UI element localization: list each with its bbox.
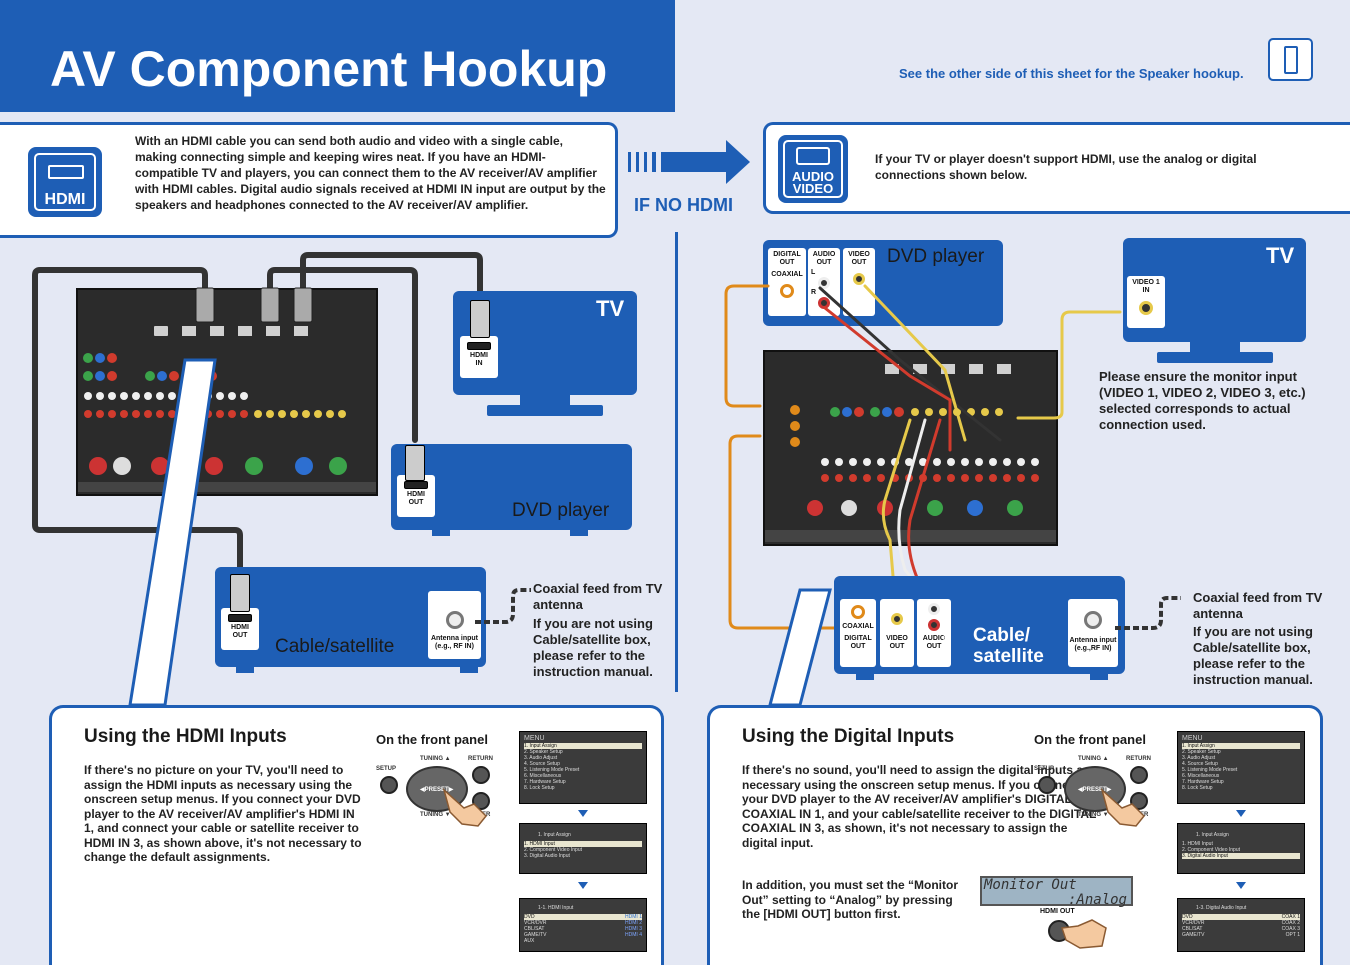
coaxial-feed-note-analog: If you are not using Cable/satellite box… <box>1193 624 1313 687</box>
hdmi-out-button-label: HDMI OUT <box>1040 908 1075 915</box>
antenna-input-port: Antenna input (e.g., RF IN) <box>428 591 481 659</box>
setup-button[interactable] <box>380 776 398 794</box>
digital-arrow-1-icon <box>1236 810 1246 817</box>
hand-pointer-icon-digital <box>1100 787 1146 827</box>
if-no-hdmi-arrow <box>628 140 750 184</box>
digital-front-panel-controls: SETUP TUNING ▲ RETURN ◀PRESET▶ TUNING ▼ … <box>1034 752 1154 830</box>
cable-analog-foot-left <box>856 672 874 680</box>
coaxial-feed-title: Coaxial feed from TV antenna <box>533 581 663 612</box>
cable-audio-r-label: R <box>943 636 948 642</box>
cable-digital-out-port: COAXIAL DIGITAL OUT <box>840 599 876 667</box>
tv-stand <box>520 393 570 407</box>
tv-video1-in-port: VIDEO 1 IN <box>1127 276 1165 328</box>
preset-label-digital: ◀PRESET▶ <box>1078 787 1112 793</box>
antenna-input-port-analog: Antenna input (e.g.,RF IN) <box>1068 599 1118 667</box>
cable-foot-right <box>460 665 478 673</box>
analog-intro-box <box>763 122 1350 214</box>
tuning-up-label-digital: TUNING ▲ <box>1078 756 1109 762</box>
cable-video-out-port: VIDEO OUT <box>880 599 914 667</box>
digital-menu-screen: MENU 1. Input Assign 2. Speaker Setup 3.… <box>1177 731 1305 804</box>
hdmi-intro-text: With an HDMI cable you can send both aud… <box>135 134 606 212</box>
coaxial-feed-title-analog: Coaxial feed from TV antenna <box>1193 590 1323 621</box>
hdmi-cables <box>32 252 483 578</box>
tuning-down-label: TUNING ▼ <box>420 812 451 818</box>
dvd-hdmi-plug <box>405 445 425 481</box>
hdmi-panel-title: Using the HDMI Inputs <box>84 726 287 747</box>
analog-cables <box>724 284 1122 630</box>
tv-analog-base <box>1157 352 1273 363</box>
dvd-player-label-analog: DVD player <box>887 246 985 267</box>
hand-pointer-icon <box>442 787 488 827</box>
digital-front-panel-label: On the front panel <box>1034 732 1146 747</box>
return-label-digital: RETURN <box>1126 756 1151 762</box>
hdmi-menu-screen: MENU 1. Input Assign 2. Speaker Setup 3.… <box>519 731 647 804</box>
if-no-hdmi-label: IF NO HDMI <box>634 195 733 215</box>
dvd-audio-out-port: AUDIO OUT L R <box>808 248 840 316</box>
digital-panel-title: Using the Digital Inputs <box>742 726 955 747</box>
hdmi-panel-text: If there's no picture on your TV, you'll… <box>84 763 362 864</box>
audio-video-logo-icon: AUDIO VIDEO <box>778 135 848 203</box>
callout-wedges <box>128 358 832 707</box>
return-button[interactable] <box>472 766 490 784</box>
dvd-player-label: DVD player <box>512 500 610 521</box>
title-band <box>0 0 675 112</box>
tv-analog-stand <box>1190 340 1240 354</box>
audio-logo-text: AUDIO <box>792 169 834 184</box>
hdmi-logo-icon: HDMI <box>28 147 102 217</box>
dvd-foot-right <box>570 528 588 536</box>
dvd-foot-left <box>432 528 450 536</box>
hand-pointer-icon-hdmi-out <box>1060 919 1107 949</box>
hdmi-front-panel-label: On the front panel <box>376 732 488 747</box>
section-divider <box>675 232 678 692</box>
cable-foot-left <box>236 665 254 673</box>
digital-input-assign-screen: 1. Input Assign 1. HDMI Input 2. Compone… <box>1177 823 1305 874</box>
digital-panel-text: If there's no sound, you'll need to assi… <box>742 763 1097 850</box>
cable-hdmi-plug <box>230 574 250 612</box>
antenna-coax-cable <box>475 588 531 624</box>
tv-base <box>487 405 603 416</box>
coaxial-feed-note: If you are not using Cable/satellite box… <box>533 616 653 679</box>
dvd-video-out-port: VIDEO OUT <box>843 248 875 316</box>
dvd-hdmi-out-port: HDMI OUT <box>397 475 435 517</box>
cable-satellite-label-analog: Cable/ satellite <box>973 625 1044 667</box>
monitor-input-note: Please ensure the monitor input (VIDEO 1… <box>1099 369 1306 432</box>
hdmi-logo-text: HDMI <box>44 191 86 208</box>
cable-satellite-label: Cable/satellite <box>275 636 395 657</box>
analog-intro-text: If your TV or player doesn't support HDM… <box>875 152 1257 182</box>
monitor-out-lcd-display: Monitor Out :Analog <box>980 876 1133 908</box>
speaker-icon <box>1268 38 1313 81</box>
page-title: AV Component Hookup <box>50 41 608 97</box>
antenna-coax-cable-analog <box>1115 596 1181 630</box>
preset-label: ◀PRESET▶ <box>420 787 454 793</box>
dvd-digital-out-port: DIGITAL OUT COAXIAL <box>768 248 806 316</box>
return-label: RETURN <box>468 756 493 762</box>
hdmi-input-assign-screen: 1. Input Assign 1. HDMI Input 2. Compone… <box>519 823 647 874</box>
digital-arrow-2-icon <box>1236 882 1246 889</box>
hdmi-arrow-1-icon <box>578 810 588 817</box>
tv-label: TV <box>596 296 625 321</box>
digital-panel-text-2: In addition, you must set the “Monitor O… <box>742 878 958 921</box>
cable-analog-foot-right <box>1090 672 1108 680</box>
tuning-down-label-digital: TUNING ▼ <box>1078 812 1109 818</box>
cable-hdmi-out-port: HDMI OUT <box>221 608 259 650</box>
cable-audio-out-port: AUDIO OUT <box>917 599 951 667</box>
cable-audio-l-label: L <box>943 605 947 611</box>
setup-label: SETUP <box>376 766 397 772</box>
tv-hdmi-plug <box>470 300 490 338</box>
setup-button-digital[interactable] <box>1038 776 1056 794</box>
hdmi-intro-box <box>0 122 618 238</box>
tuning-up-label: TUNING ▲ <box>420 756 451 762</box>
receiver-rear-panel <box>76 288 378 496</box>
tv-hdmi-in-port: HDMI IN <box>460 336 498 378</box>
setup-label-digital: SETUP <box>1034 766 1055 772</box>
tv-analog-label: TV <box>1266 243 1295 268</box>
video-logo-text: VIDEO <box>792 181 834 196</box>
speaker-hookup-note: See the other side of this sheet for the… <box>899 66 1244 81</box>
return-button-digital[interactable] <box>1130 766 1148 784</box>
hdmi-arrow-2-icon <box>578 882 588 889</box>
